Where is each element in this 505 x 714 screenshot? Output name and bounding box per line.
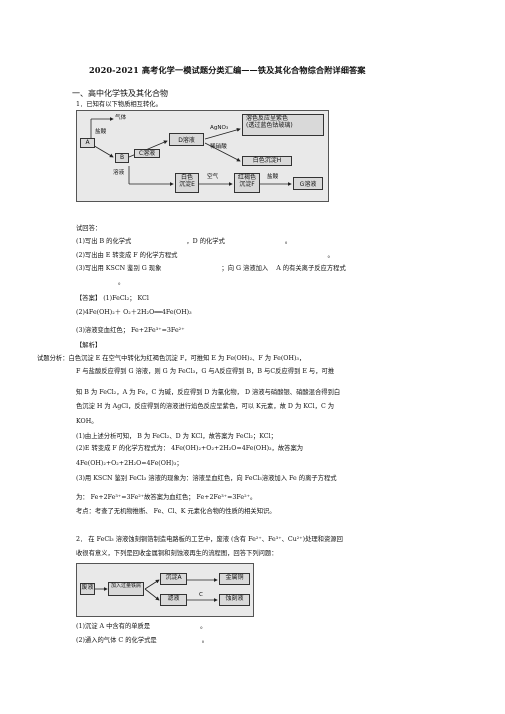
label-dilute-nitric: 稀硝酸 bbox=[210, 144, 227, 150]
node-B: B bbox=[115, 153, 129, 163]
label-gas-C: C bbox=[199, 592, 203, 598]
q1-part1-a: (1)写出 B 的化学式 bbox=[76, 238, 132, 245]
node-flame-test: 溶色反应呈紫色 (透过蓝色钴玻璃) bbox=[242, 114, 324, 136]
q1-ask: 试回答： bbox=[76, 225, 102, 232]
page-title: 2020-2021 高考化学一模试题分类汇编——铁及其化合物综合附详细答案 bbox=[89, 65, 366, 75]
analysis-line-10: 为： Fe+2Fe³⁺=3Fe²⁺故答案为血红色； Fe+2Fe³⁺=3Fe²⁺… bbox=[76, 494, 257, 501]
q1-part3-end: 。 bbox=[118, 279, 125, 286]
label-air: 空气 bbox=[207, 174, 219, 180]
redbrown-ppt-F-line2: 沉淀F bbox=[239, 181, 255, 188]
analysis-line-8: 4Fe(OH)₂+O₂+2H₂O=4Fe(OH)₃； bbox=[76, 460, 183, 467]
white-ppt-E-line1: 白色 bbox=[180, 174, 193, 181]
q1-reaction-diagram: A 盐酸 气体 B 溶液 C溶液 D溶液 AgNO₃ 稀硝酸 溶色反应呈紫色 (… bbox=[76, 110, 329, 202]
q1-stem: 1．已知有以下物质相互转化。 bbox=[76, 101, 162, 108]
q1-part1-c: 。 bbox=[284, 238, 292, 245]
node-waste: 废液 bbox=[80, 583, 95, 595]
q2-process-diagram: 废液 加入过量铁屑 沉淀A 滤液 C 金属铜 蚀刻液 bbox=[76, 563, 254, 617]
analysis-line-4: 色沉淀 H 为 AgCl，反应得到的溶液进行焰色反应呈紫色，可以 K元素，故 D… bbox=[76, 403, 335, 410]
node-G-solution: G溶液 bbox=[293, 177, 323, 190]
q1-part2-b: 。 bbox=[327, 252, 334, 259]
q1-part2: (2)写出由 E 转变成 F 的化学方程式 。 bbox=[76, 252, 334, 260]
analysis-line-9: (3)用 KSCN 鉴别 FeCl₃ 溶液的现象为：溶液呈血红色，向 FeCl₃… bbox=[76, 475, 337, 482]
node-white-ppt-E: 白色 沉淀E bbox=[175, 173, 199, 193]
q2-stem-2: 收很有意义，下列是回收金属铜和刻蚀液再生的流程图，回答下列问题： bbox=[76, 550, 278, 557]
node-C-solution: C溶液 bbox=[134, 149, 160, 158]
section-heading: 一、高中化学铁及其化合物 bbox=[72, 89, 168, 98]
q2-part2: (2)通入的气体 C 的化学式是 。 bbox=[76, 637, 208, 645]
analysis-line-7: (2)E 转变成 F 的化学方程式为： 4Fe(OH)₂+O₂+2H₂O=4Fe… bbox=[76, 445, 304, 452]
q1-part3-b: ；向 G 溶液加入 bbox=[221, 265, 269, 272]
analysis-line-5: KOH。 bbox=[76, 418, 98, 425]
analysis-tag: 【解析】 bbox=[76, 342, 102, 349]
answer-line-2: (2)4Fe(OH)₂＋ O₂＋2H₂O══4Fe(OH)₃ bbox=[76, 309, 192, 316]
label-solution: 溶液 bbox=[113, 170, 125, 176]
analysis-line-6: (1)由上述分析可知， B 为 FeCl₂、D 为 KCl，故答案为 FeCl₂… bbox=[76, 433, 277, 440]
q1-part3-a: (3)写出用 KSCN 鉴别 G 现象 bbox=[76, 265, 162, 272]
analysis-line-1: 试题分析：白色沉淀 E 在空气中转化为红褐色沉淀 F，可推知 E 为 Fe(OH… bbox=[37, 355, 306, 362]
q2-part1-a: (1)沉淀 A 中含有的单质是 bbox=[76, 623, 151, 630]
node-D-solution: D溶液 bbox=[169, 133, 204, 146]
node-etch-solution: 蚀刻液 bbox=[219, 594, 250, 606]
q2-part1: (1)沉淀 A 中含有的单质是 。 bbox=[76, 623, 206, 631]
q1-part1: (1)写出 B 的化学式 ，D 的化学式 。 bbox=[76, 238, 291, 246]
node-ppt-A: 沉淀A bbox=[160, 573, 187, 585]
q2-part2-a: (2)通入的气体 C 的化学式是 bbox=[76, 637, 157, 644]
analysis-line-2: F 与盐酸反应得到 G 溶液，则 G 为 FeCl₃，G 与A反应得到 B，B … bbox=[76, 368, 335, 375]
q1-part3-c: A 的有关离子反应方程式 bbox=[276, 265, 346, 272]
q2-diagram-arrows bbox=[95, 578, 218, 602]
node-metal-copper: 金属铜 bbox=[219, 573, 250, 585]
q1-part3: (3)写出用 KSCN 鉴别 G 现象 ；向 G 溶液加入 A 的有关离子反应方程式 bbox=[76, 265, 346, 273]
q2-part1-b: 。 bbox=[200, 623, 207, 630]
answer-line-3: (3)溶液变血红色； Fe+2Fe³⁺=3Fe²⁺ bbox=[76, 327, 185, 334]
flame-test-text: 溶色反应呈紫色 bbox=[246, 115, 289, 122]
q1-part2-a: (2)写出由 E 转变成 F 的化学方程式 bbox=[76, 252, 178, 259]
answer-line-1: 【答案】 (1)FeCl₂； KCl bbox=[76, 295, 149, 302]
label-hcl-1: 盐酸 bbox=[95, 129, 107, 135]
redbrown-ppt-F-line1: 红褐色 bbox=[237, 174, 256, 181]
q2-stem-1: 2． 在 FeCl₃ 溶液蚀刻铜箔制造电路板的工艺中，废液 (含有 Fe²⁺、F… bbox=[76, 536, 343, 543]
q2-part2-b: 。 bbox=[201, 637, 209, 644]
node-filtrate: 滤液 bbox=[160, 594, 187, 606]
q1-part1-b: ，D 的化学式 bbox=[186, 238, 225, 245]
white-ppt-E-line2: 沉淀E bbox=[179, 181, 195, 188]
node-A: A bbox=[80, 138, 95, 148]
analysis-line-3: 知 B 为 FeCl₂，A 为 Fe，C 为碱，反应得到 D 为氯化物， D 溶… bbox=[76, 389, 341, 396]
label-gas: 气体 bbox=[115, 115, 127, 121]
label-agno3: AgNO₃ bbox=[210, 125, 229, 131]
label-hcl-2: 盐酸 bbox=[267, 174, 279, 180]
node-white-ppt-H: 白色沉淀H bbox=[242, 156, 292, 166]
flame-test-note: (透过蓝色钴玻璃) bbox=[246, 122, 293, 129]
analysis-line-11: 考点：考查了无机物推断、 Fe、Cl、K 元素化合物的性质的相关知识。 bbox=[76, 508, 276, 515]
node-redbrown-ppt-F: 红褐色 沉淀F bbox=[234, 173, 260, 193]
node-add-iron: 加入过量铁屑 bbox=[108, 582, 144, 596]
